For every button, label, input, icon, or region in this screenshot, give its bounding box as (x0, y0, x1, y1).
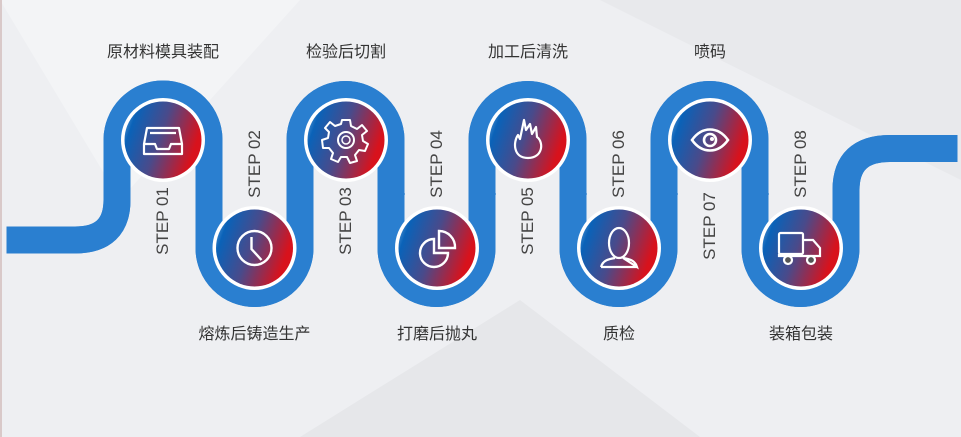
step-circle (671, 101, 749, 179)
step-number: STEP 04 (427, 130, 446, 198)
bg-shape (600, 0, 961, 180)
step-node (212, 206, 297, 290)
step-number: STEP 06 (609, 130, 628, 198)
step-number: STEP 03 (336, 187, 355, 255)
step-title: 装箱包装 (768, 324, 834, 343)
step-number: STEP 08 (791, 130, 810, 198)
pie-chart-icon (418, 229, 457, 269)
step-node (486, 98, 570, 182)
step-title: 原材料模具装配 (106, 42, 220, 61)
step-circle (762, 209, 840, 287)
left-edge (0, 0, 2, 437)
step-circle (398, 209, 476, 287)
step-title: 喷码 (693, 42, 727, 61)
step-number: STEP 05 (518, 187, 537, 255)
step-number: STEP 02 (244, 130, 264, 198)
step-title: 检验后切割 (305, 42, 387, 61)
step-circle (489, 101, 567, 179)
step-title: 加工后清洗 (487, 42, 569, 61)
step-number: STEP 01 (153, 187, 172, 255)
step-title: 质检 (602, 324, 636, 343)
step-circle (580, 209, 658, 287)
user-icon (599, 226, 639, 270)
step-title: 打磨后抛丸 (396, 324, 478, 343)
step-node (395, 206, 479, 290)
step-node (668, 98, 752, 182)
clock-icon (236, 229, 273, 267)
eye-icon (690, 128, 730, 152)
step-node (577, 206, 661, 290)
step-node (759, 206, 843, 290)
inbox-tray-icon (142, 126, 184, 156)
flame-icon (513, 118, 543, 160)
step-node (121, 98, 205, 182)
step-node (304, 98, 388, 182)
truck-icon (777, 231, 822, 266)
step-circle (124, 101, 202, 179)
bg-shape (300, 300, 700, 437)
step-circle (216, 209, 293, 287)
step-number: STEP 07 (700, 192, 719, 260)
step-title: 熔炼后铸造生产 (198, 324, 311, 343)
gear-icon (321, 119, 369, 164)
step-circle (307, 101, 385, 179)
